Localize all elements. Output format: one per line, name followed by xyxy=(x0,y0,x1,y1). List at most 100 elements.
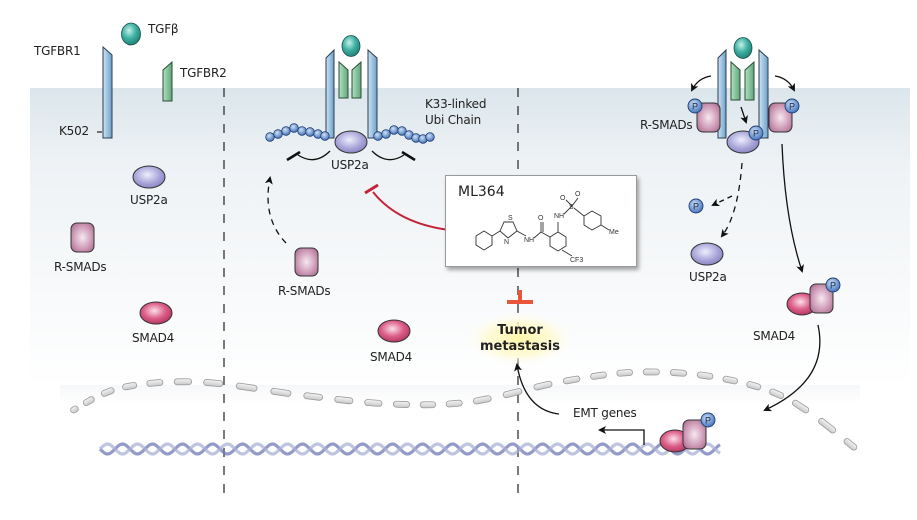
phospho-label: P xyxy=(705,416,711,426)
inhibition-bar-usp2a xyxy=(364,183,379,195)
atom-o-sulfonyl-2: O xyxy=(575,191,581,198)
tumor-metastasis-line1: Tumor xyxy=(497,323,543,338)
envelope-segment xyxy=(562,375,581,385)
usp2a-protein xyxy=(334,130,368,154)
envelope-segment xyxy=(334,396,354,405)
envelope-segment xyxy=(235,382,258,392)
tgfb-ligand xyxy=(341,35,361,57)
r-smads-label-active: R-SMADs xyxy=(640,118,693,132)
tgfbr2-receptor-right xyxy=(351,60,362,99)
panel-basal xyxy=(70,22,173,325)
ubiquitin-bead xyxy=(305,127,315,137)
smad4-label-active: SMAD4 xyxy=(753,329,796,343)
phosphorylation-arrow-left xyxy=(691,75,712,92)
transcription-arrow xyxy=(598,426,645,445)
thiazole-ring xyxy=(499,221,518,239)
phospho-group-nuclear: P xyxy=(700,412,716,428)
usp2a-cleave-arc-left xyxy=(297,150,331,161)
envelope-segment xyxy=(843,438,858,451)
tolyl-ring xyxy=(583,210,602,231)
phospho-release-arrow xyxy=(711,195,733,207)
tgfbr2-receptor-right xyxy=(744,60,755,101)
ubiquitin-bead xyxy=(289,123,299,133)
phospho-label: P xyxy=(692,102,698,112)
envelope-segment xyxy=(696,371,714,380)
tgfb-ligand xyxy=(733,37,753,59)
ubiquitin-bead xyxy=(273,129,283,139)
tgfbr2-receptor-left xyxy=(730,60,741,101)
nuclear-import-arrow xyxy=(763,324,821,412)
tgfbr1-label: TGFBR1 xyxy=(34,44,81,58)
usp2a-label-basal: USP2a xyxy=(130,193,168,207)
tgfbr2-receptor-left xyxy=(338,60,349,99)
envelope-segment xyxy=(270,387,292,397)
envelope-segment xyxy=(82,396,95,406)
phospho-group-smad-complex: P xyxy=(825,277,841,293)
phospho-circle xyxy=(687,98,703,114)
r-smad-translocation-arrow xyxy=(781,143,804,273)
dna-helix xyxy=(98,442,721,456)
phosphorylation-arrow-right xyxy=(774,75,795,92)
phospho-circle xyxy=(748,125,764,141)
ubiquitin-bead xyxy=(425,132,435,142)
emt-genes-label: EMT genes xyxy=(573,406,637,420)
nuclear-envelope xyxy=(70,368,858,451)
tgfbr2-label: TGFBR2 xyxy=(180,66,227,80)
r-smad-protein xyxy=(70,222,95,253)
phospho-circle xyxy=(688,198,704,214)
phospho-group-r-smad-left: P xyxy=(687,98,703,114)
dna-strand xyxy=(98,442,721,456)
envelope-segment xyxy=(746,381,762,391)
tgfbr1-receptor-right xyxy=(367,48,378,139)
k33-ubi-chain-label-line1: K33-linked xyxy=(425,97,487,111)
envelope-segment xyxy=(722,375,738,385)
usp2a-release-arrow xyxy=(720,162,743,238)
k502-label: K502 xyxy=(59,124,89,138)
atom-n-thiazole: N xyxy=(504,239,509,246)
dna-strand xyxy=(98,442,721,456)
envelope-segment xyxy=(173,378,193,386)
smad4-protein xyxy=(377,319,411,343)
atom-nh-sulfonamide: NH xyxy=(554,213,564,220)
phenyl-ring xyxy=(475,230,493,251)
atom-o-sulfonyl-1: O xyxy=(560,195,566,202)
ubiquitin-bead xyxy=(297,126,307,136)
phospho-circle xyxy=(784,98,800,114)
panel-usp2a-active: P P P P P P xyxy=(514,37,841,453)
envelope-segment xyxy=(203,379,224,388)
ubiquitin-bead xyxy=(389,125,399,135)
tumor-metastasis-line2: metastasis xyxy=(479,339,560,354)
usp2a-label-inhibited: USP2a xyxy=(331,158,369,172)
ubiquitin-chain-right xyxy=(373,125,435,144)
compound-name: ML364 xyxy=(458,184,505,200)
ubiquitin-bead xyxy=(265,132,275,142)
r-smad-recruitment-arrow xyxy=(264,176,287,244)
r-smad-protein-complex xyxy=(809,283,834,314)
envelope-segment xyxy=(533,380,553,391)
phospho-group-r-smad-right: P xyxy=(784,98,800,114)
atom-s-thiazole: S xyxy=(508,215,513,222)
central-benzene-ring xyxy=(549,231,567,252)
r-smads-label-basal: R-SMADs xyxy=(54,260,107,274)
envelope-segment xyxy=(769,388,785,399)
tgfbr2-receptor xyxy=(162,60,173,102)
ubiquitin-bead xyxy=(373,131,383,141)
r-smad-protein-nuclear xyxy=(682,419,707,450)
tgfbr1-receptor-left xyxy=(325,48,335,139)
atom-o-amide: O xyxy=(538,215,544,222)
envelope-segment xyxy=(364,399,383,407)
phospho-group-released: P xyxy=(688,198,704,214)
phospho-circle xyxy=(825,277,841,293)
r-smad-protein-left xyxy=(696,102,721,133)
phospho-group-usp2a: P xyxy=(748,125,764,141)
envelope-segment xyxy=(70,405,79,414)
envelope-segment xyxy=(590,371,607,380)
block-bar-right xyxy=(401,150,416,162)
phospho-circle xyxy=(700,412,716,428)
tgfb-label: TGFβ xyxy=(148,22,179,36)
envelope-segment xyxy=(303,392,323,401)
atom-cf3: CF3 xyxy=(570,257,583,264)
usp2a-protein-released xyxy=(690,242,724,266)
